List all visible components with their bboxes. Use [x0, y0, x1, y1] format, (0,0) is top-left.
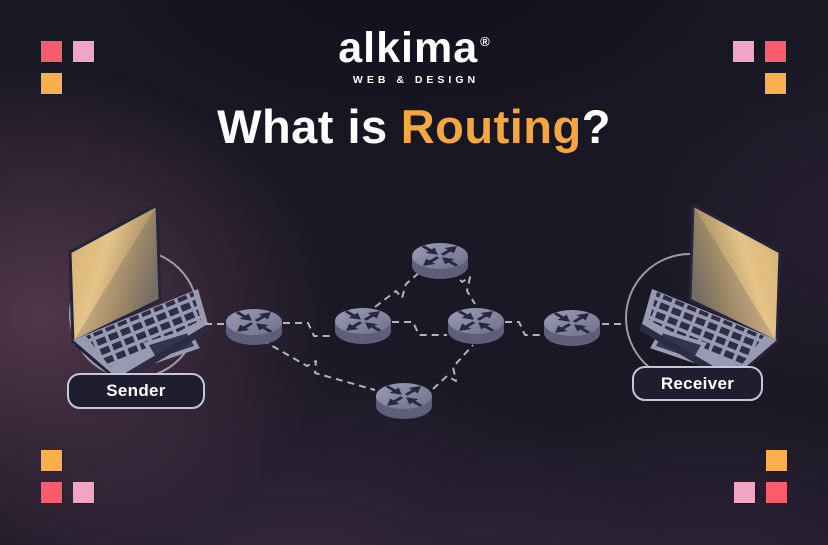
link-router-left-router-bottom [261, 339, 376, 391]
link-router-bottom-router-mid-right [432, 344, 474, 390]
pink-square [73, 482, 94, 503]
red-square [41, 482, 62, 503]
corner-decoration-top-left [41, 41, 94, 94]
router-right [544, 310, 600, 346]
pink-square [733, 41, 754, 62]
router-bottom [376, 383, 432, 419]
title-highlight: Routing [400, 99, 582, 153]
receiver-label: Receiver [632, 366, 763, 401]
orange-square [766, 450, 787, 471]
router-left [226, 309, 282, 345]
router-mid-left [335, 308, 391, 344]
connection-lines [205, 270, 625, 391]
receiver-laptop [637, 203, 782, 386]
registered-trademark-icon: ® [480, 34, 490, 49]
corner-decoration-top-right [733, 41, 786, 94]
brand-name: alkima [338, 24, 479, 72]
orange-square [765, 73, 786, 94]
link-router-left-router-mid-left [283, 322, 334, 337]
link-router-mid-left-router-top [374, 270, 422, 308]
corner-decoration-bottom-right [734, 450, 787, 503]
link-router-mid-right-router-right [505, 321, 543, 336]
pink-square [734, 482, 755, 503]
title-prefix: What is [217, 99, 388, 153]
routers [226, 243, 600, 419]
link-router-top-router-mid-right [451, 270, 476, 305]
red-square [766, 482, 787, 503]
corner-decoration-bottom-left [41, 450, 94, 503]
sender-laptop [68, 203, 213, 386]
router-top [412, 243, 468, 279]
red-square [765, 41, 786, 62]
orange-square [41, 450, 62, 471]
red-square [41, 41, 62, 62]
brand-tagline: WEB & DESIGN [352, 74, 480, 86]
pink-square [73, 41, 94, 62]
link-router-mid-left-router-mid-right [392, 321, 447, 336]
router-mid-right [448, 308, 504, 344]
brand-logo: alkima® WEB & DESIGN [0, 0, 828, 86]
sender-label: Sender [67, 373, 205, 409]
title-question-mark: ? [581, 99, 611, 153]
orange-square [41, 73, 62, 94]
